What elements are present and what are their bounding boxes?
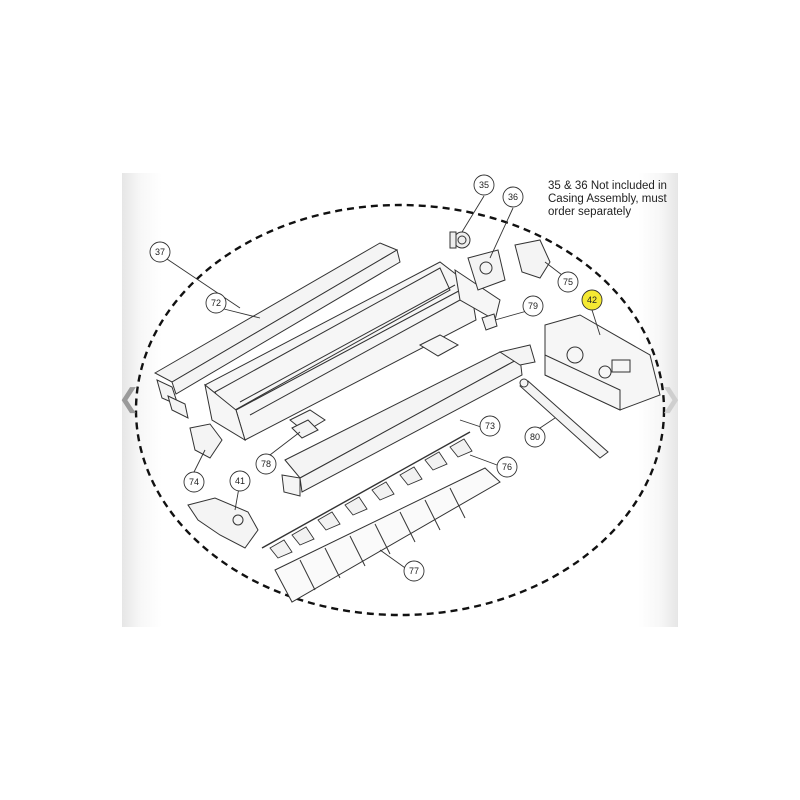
callout-79: 79 (522, 295, 544, 317)
callout-74: 74 (183, 471, 205, 493)
callout-41: 41 (229, 470, 251, 492)
chevron-left-icon: ❮ (118, 384, 140, 414)
callout-74-label: 74 (189, 477, 199, 487)
callout-77-label: 77 (409, 566, 419, 576)
callout-78: 78 (255, 453, 277, 475)
callout-75: 75 (557, 271, 579, 293)
callout-72: 72 (205, 292, 227, 314)
casing-note-line-1: 35 & 36 Not included in (548, 180, 667, 192)
callout-41-label: 41 (235, 476, 245, 486)
callout-37: 37 (149, 241, 171, 263)
callout-76-label: 76 (502, 462, 512, 472)
leader-lines (166, 195, 601, 571)
part-72-casing (204, 261, 501, 442)
callout-35: 35 (473, 174, 495, 196)
assembly-boundary (134, 203, 666, 617)
callout-35-label: 35 (479, 180, 489, 190)
callout-78-label: 78 (261, 459, 271, 469)
callout-72-label: 72 (211, 298, 221, 308)
callout-73-label: 73 (485, 421, 495, 431)
callout-73: 73 (479, 415, 501, 437)
callout-36-label: 36 (508, 192, 518, 202)
part-76-rod (261, 431, 471, 549)
part-37-rail (153, 242, 401, 419)
callout-80: 80 (524, 426, 546, 448)
part-35-coupling (449, 231, 471, 249)
casing-note-line-3: order separately (548, 206, 632, 218)
callout-79-label: 79 (528, 301, 538, 311)
prev-image-button[interactable]: ❮ (118, 384, 140, 414)
diagram-stage: 35 36 37 72 75 79 42 73 80 78 76 74 41 7… (122, 173, 678, 627)
part-80-pipe (519, 378, 609, 459)
part-73-lower-frame (281, 344, 536, 497)
parts-diagram: 35 36 37 72 75 79 42 73 80 78 76 74 41 7… (134, 174, 666, 617)
callout-37-label: 37 (155, 247, 165, 257)
chevron-right-icon: ❯ (660, 384, 682, 414)
callout-75-label: 75 (563, 277, 573, 287)
callout-80-label: 80 (530, 432, 540, 442)
part-77-grille (274, 467, 501, 603)
louver-blades (269, 438, 473, 559)
part-79-clip (481, 313, 498, 331)
callout-36: 36 (502, 186, 524, 208)
part-41-bracket (187, 497, 259, 549)
next-image-button[interactable]: ❯ (660, 384, 682, 414)
part-36-bracket (467, 249, 506, 291)
casing-note: 35 & 36 Not included in Casing Assembly,… (548, 180, 688, 219)
callout-42: 42 (581, 289, 603, 311)
casing-note-line-2: Casing Assembly, must (548, 193, 667, 205)
callout-77: 77 (403, 560, 425, 582)
part-75-side-piece (514, 239, 551, 279)
part-42-control-box (544, 314, 661, 411)
callout-76: 76 (496, 456, 518, 478)
part-74-corner (189, 423, 223, 459)
callout-42-label: 42 (587, 295, 597, 305)
